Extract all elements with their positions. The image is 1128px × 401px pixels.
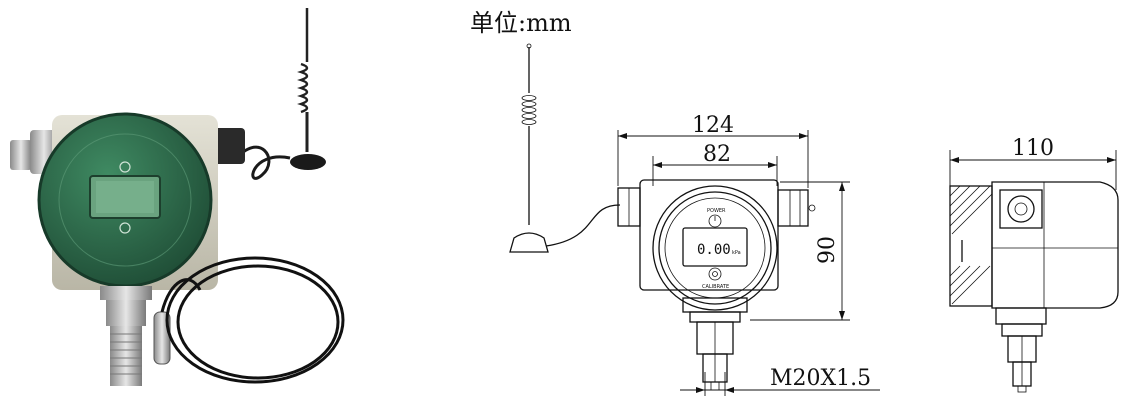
front-view-drawing: 0.00 kPa POWER CALIBRATE 124 82 90 [509, 43, 880, 396]
product-photo [10, 8, 345, 386]
calibrate-icon [708, 267, 722, 281]
power-label: POWER [707, 208, 726, 214]
unit-label: 单位:mm [470, 9, 572, 37]
dim-side-width: 110 [1012, 136, 1054, 161]
lcd-unit: kPa [732, 250, 741, 256]
dim-thread: M20X1.5 [770, 366, 871, 391]
lcd-reading: 0.00 [697, 242, 731, 258]
side-view-drawing: 110 [949, 136, 1119, 393]
dim-height: 90 [815, 236, 840, 264]
dim-body-width: 82 [703, 142, 731, 167]
calibrate-label: CALIBRATE [702, 284, 729, 290]
dim-overall-width: 124 [692, 113, 734, 138]
power-icon [708, 214, 722, 228]
